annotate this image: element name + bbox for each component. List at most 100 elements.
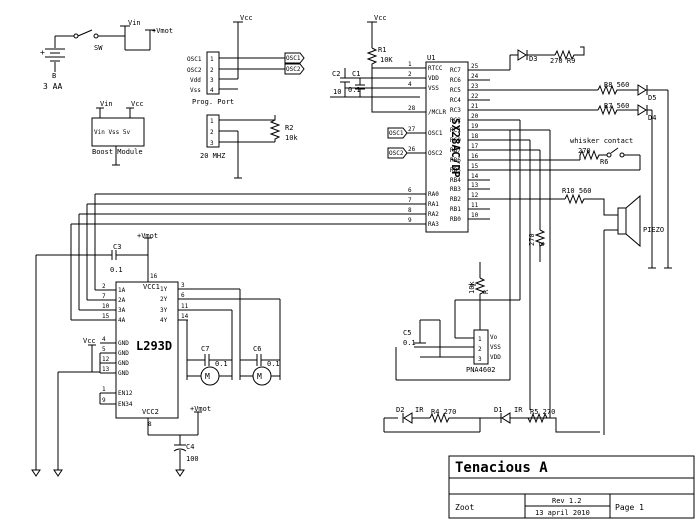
d4-label: D4	[648, 114, 656, 122]
pin-number: 11	[471, 202, 479, 209]
prog-num-3: 3	[210, 77, 214, 84]
mcu-osc-tags	[387, 127, 420, 159]
pin-label: RB0	[450, 216, 461, 223]
r7-label: R7 560	[604, 102, 629, 110]
pin-label: /MCLR	[428, 109, 446, 116]
prog-num-4: 4	[210, 87, 214, 94]
sensor-r10k-label: 10k	[468, 281, 476, 294]
c-left-value: 10	[333, 88, 341, 96]
pin-number: 20	[471, 113, 479, 120]
driver-vcc-label: Vcc	[83, 337, 96, 345]
pin-number: 11	[181, 303, 189, 310]
pna-part-label: PNA4602	[466, 366, 496, 374]
pin-number: 3	[181, 282, 185, 289]
c4-value: 100	[186, 455, 199, 463]
prog-pin-vdd: Vdd	[190, 77, 201, 84]
pin-label: RB2	[450, 196, 461, 203]
pin-label: RC2	[450, 117, 461, 124]
vcc2-supply	[147, 411, 202, 477]
r6-value: 270	[578, 147, 591, 155]
pin-number: 12	[102, 356, 110, 363]
pin-label: RA2	[428, 211, 439, 218]
resistor-r2	[269, 115, 281, 142]
pin-number: 1	[408, 61, 412, 68]
pin-label: RA1	[428, 201, 439, 208]
r4-label: R4 270	[431, 408, 456, 416]
pin-number: 19	[471, 123, 479, 130]
power-switch[interactable]	[73, 29, 125, 39]
pin-number: 15	[471, 163, 479, 170]
pin-number: 23	[471, 83, 479, 90]
pna-num-2: 2	[478, 346, 482, 353]
mcu-right-pins: 25RC724RC623RC522RC421RC320RC219RC118RC0…	[450, 63, 490, 223]
pin-number: 16	[471, 153, 479, 160]
pin-label: RA3	[428, 221, 439, 228]
pin-number: 12	[471, 192, 479, 199]
vin-net	[120, 25, 155, 51]
pin-label: RC4	[450, 97, 461, 104]
pin-number: 9	[408, 217, 412, 224]
pin-label: 3A	[118, 307, 126, 314]
pin-number: 17	[471, 143, 479, 150]
title-block	[448, 455, 695, 519]
pin-number: 4	[408, 81, 412, 88]
osc1-tag	[284, 52, 305, 64]
pin-label: 2A	[118, 297, 126, 304]
prog-port-header[interactable]	[206, 21, 285, 95]
pin-number: 22	[471, 93, 479, 100]
pin-label: 3Y	[160, 307, 168, 314]
r5-label: R5 270	[530, 408, 555, 416]
pin-label: RB4	[450, 177, 461, 184]
boost-module	[91, 107, 145, 166]
driver-left-pins: 21A72A103A154A4GND5GND12GND13GND1EN129EN…	[100, 283, 133, 408]
pin-number: 27	[408, 126, 416, 133]
title-block-date: 13 april 2010	[535, 509, 590, 517]
pna4602-pins	[395, 300, 511, 381]
driver-body	[115, 281, 179, 419]
d2-label: D2	[396, 406, 404, 414]
title-block-page: Page 1	[615, 503, 644, 512]
ir-led-d1	[479, 412, 600, 433]
pin-number: 1	[102, 386, 106, 393]
sensor-r-name2: R	[482, 289, 490, 294]
mcu-osc2-tag: OSC2	[389, 150, 404, 157]
c5-value: 0.1	[403, 339, 416, 347]
led-d3-branch	[490, 46, 585, 71]
d5-label: D5	[648, 94, 656, 102]
pin-label: VDD	[428, 75, 439, 82]
osc2-tag	[284, 63, 305, 75]
prog-num-1: 1	[210, 56, 214, 63]
resonator	[206, 114, 275, 179]
c6-value: 0.1	[267, 360, 280, 368]
osc-num-2: 2	[210, 129, 214, 136]
switch-label: SW	[94, 44, 103, 52]
pin-label: RB6	[450, 157, 461, 164]
mcu-vcc-label: Vcc	[374, 14, 387, 22]
prog-pin-vss: Vss	[190, 87, 201, 94]
piezo-speaker	[490, 193, 641, 435]
ra-wiring	[70, 193, 420, 321]
pin-number: 18	[471, 133, 479, 140]
pin-label: GND	[118, 340, 129, 347]
pna-pin-vdd: VDD	[490, 354, 501, 361]
pin-number: 6	[181, 292, 185, 299]
pin-label: GND	[118, 350, 129, 357]
title-block-rev: Rev 1.2	[552, 497, 582, 505]
whisker-contact[interactable]	[490, 147, 641, 171]
c2-label: C2	[332, 70, 340, 78]
pna-pin-vss: VSS	[490, 344, 501, 351]
pin-label: 4Y	[160, 317, 168, 324]
